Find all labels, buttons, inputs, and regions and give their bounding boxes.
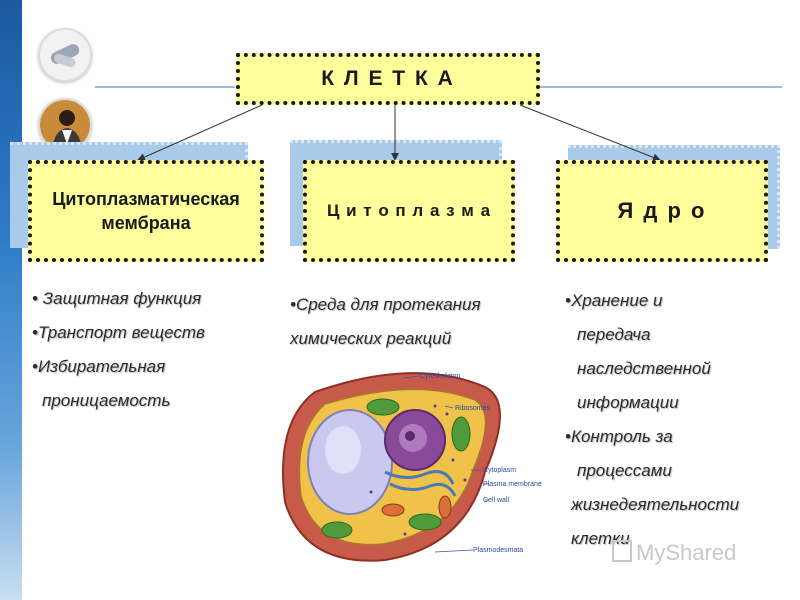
node-label-membrane: Цитоплазматическая мембрана bbox=[52, 189, 240, 233]
list-item: клетки bbox=[571, 529, 630, 548]
list-item: проницаемость bbox=[42, 391, 171, 410]
list-item: жизнедеятельности bbox=[571, 495, 740, 514]
root-box-cell: К Л Е Т К А bbox=[236, 53, 540, 105]
mitochondrion bbox=[381, 503, 405, 517]
chloroplast bbox=[366, 398, 400, 416]
cell-label: Ribosomes bbox=[455, 405, 491, 412]
cell-label: Cell wall bbox=[483, 497, 510, 504]
cell-label: Plasma membrane bbox=[483, 481, 542, 488]
list-item: передача bbox=[577, 325, 651, 344]
node-box-cytoplasm: Ц и т о п л а з м а bbox=[303, 160, 515, 262]
list-item: наследственной bbox=[577, 359, 711, 378]
endoplasmic-reticulum bbox=[384, 470, 455, 485]
list-item: •Среда для протекания bbox=[290, 295, 481, 314]
cell-label: Plasmodesmata bbox=[473, 547, 523, 554]
list-item: •Хранение и bbox=[565, 291, 663, 310]
plant-cell-illustration: Cytoskeleton Ribosomes Cytoplasm Plasma … bbox=[282, 372, 542, 562]
node-label-nucleus: Я д р о bbox=[617, 198, 707, 223]
list-item: •Контроль за bbox=[565, 427, 673, 446]
watermark-text: MyShared bbox=[636, 540, 737, 565]
cell-label: Cytoskeleton bbox=[420, 373, 461, 380]
list-item: •Транспорт веществ bbox=[32, 323, 205, 342]
node-label-cytoplasm: Ц и т о п л а з м а bbox=[326, 201, 492, 220]
nucleus-functions: •Хранение и передача наследственной инфо… bbox=[565, 284, 739, 556]
cytoplasm-functions: •Среда для протекания химических реакций bbox=[290, 288, 481, 356]
arrow-to-nucleus bbox=[519, 104, 661, 162]
list-item: • Защитная функция bbox=[32, 289, 202, 308]
watermark: MyShared bbox=[612, 540, 736, 566]
header-line-left bbox=[95, 86, 235, 88]
header-line-right bbox=[540, 86, 782, 88]
arrow-to-membrane bbox=[137, 104, 263, 161]
list-item: химических реакций bbox=[290, 329, 452, 348]
watermark-icon bbox=[612, 540, 632, 562]
node-box-membrane: Цитоплазматическая мембрана bbox=[28, 160, 264, 262]
list-item: процессами bbox=[577, 461, 672, 480]
list-item: информации bbox=[577, 393, 679, 412]
cell-label: Cytoplasm bbox=[483, 467, 516, 474]
membrane-functions: • Защитная функция •Транспорт веществ •И… bbox=[32, 282, 205, 418]
list-item: •Избирательная bbox=[32, 357, 166, 376]
root-label: К Л Е Т К А bbox=[321, 67, 455, 90]
pills-icon bbox=[38, 28, 92, 82]
node-box-nucleus: Я д р о bbox=[556, 160, 768, 262]
